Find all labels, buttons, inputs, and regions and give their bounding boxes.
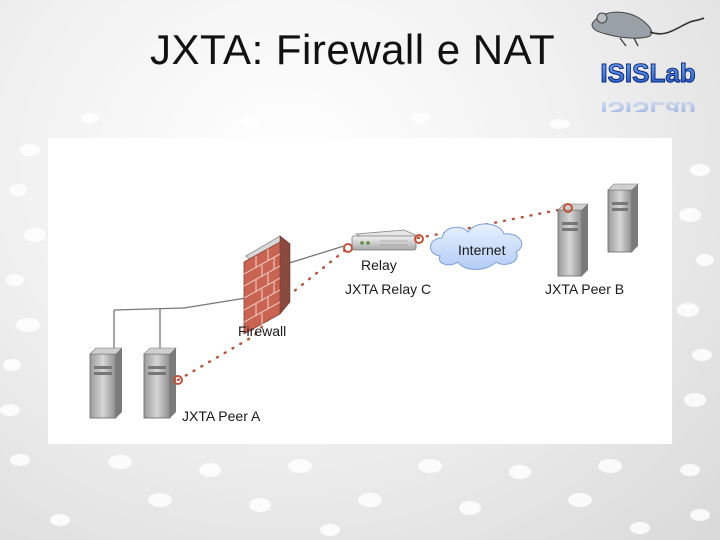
peer-a-server-icon [89,347,123,419]
relay-c-label: JXTA Relay C [345,281,431,297]
relay-device-label: Relay [361,257,397,273]
firewall-icon [243,235,291,335]
peer-a-endpoint-icon [173,375,183,385]
firewall-label: Firewall [238,323,286,339]
relay-inbound-endpoint-icon [343,243,353,253]
peer-b-server-icon [557,203,589,277]
peer-b-endpoint-icon [563,203,573,213]
peer-b-label: JXTA Peer B [545,281,624,297]
internet-cloud-icon [430,223,523,270]
internet-label: Internet [458,242,506,258]
endpoint-markers [173,203,573,385]
peer-b-second-server-icon [607,183,639,253]
peer-a-second-server-icon [143,347,177,419]
isislab-logo: ISISLab ISISLab [591,11,705,112]
relay-outbound-endpoint-icon [414,234,424,244]
network-diagram: Firewall Relay JXTA Relay C Internet [48,138,672,444]
peer-a-label: JXTA Peer A [182,408,261,424]
svg-text:ISISLab: ISISLab [600,96,695,112]
svg-text:ISISLab: ISISLab [600,58,695,88]
lan-wiring [113,245,345,352]
slide-title: JXTA: Firewall e NAT [150,26,556,73]
relay-device-icon [351,229,420,251]
